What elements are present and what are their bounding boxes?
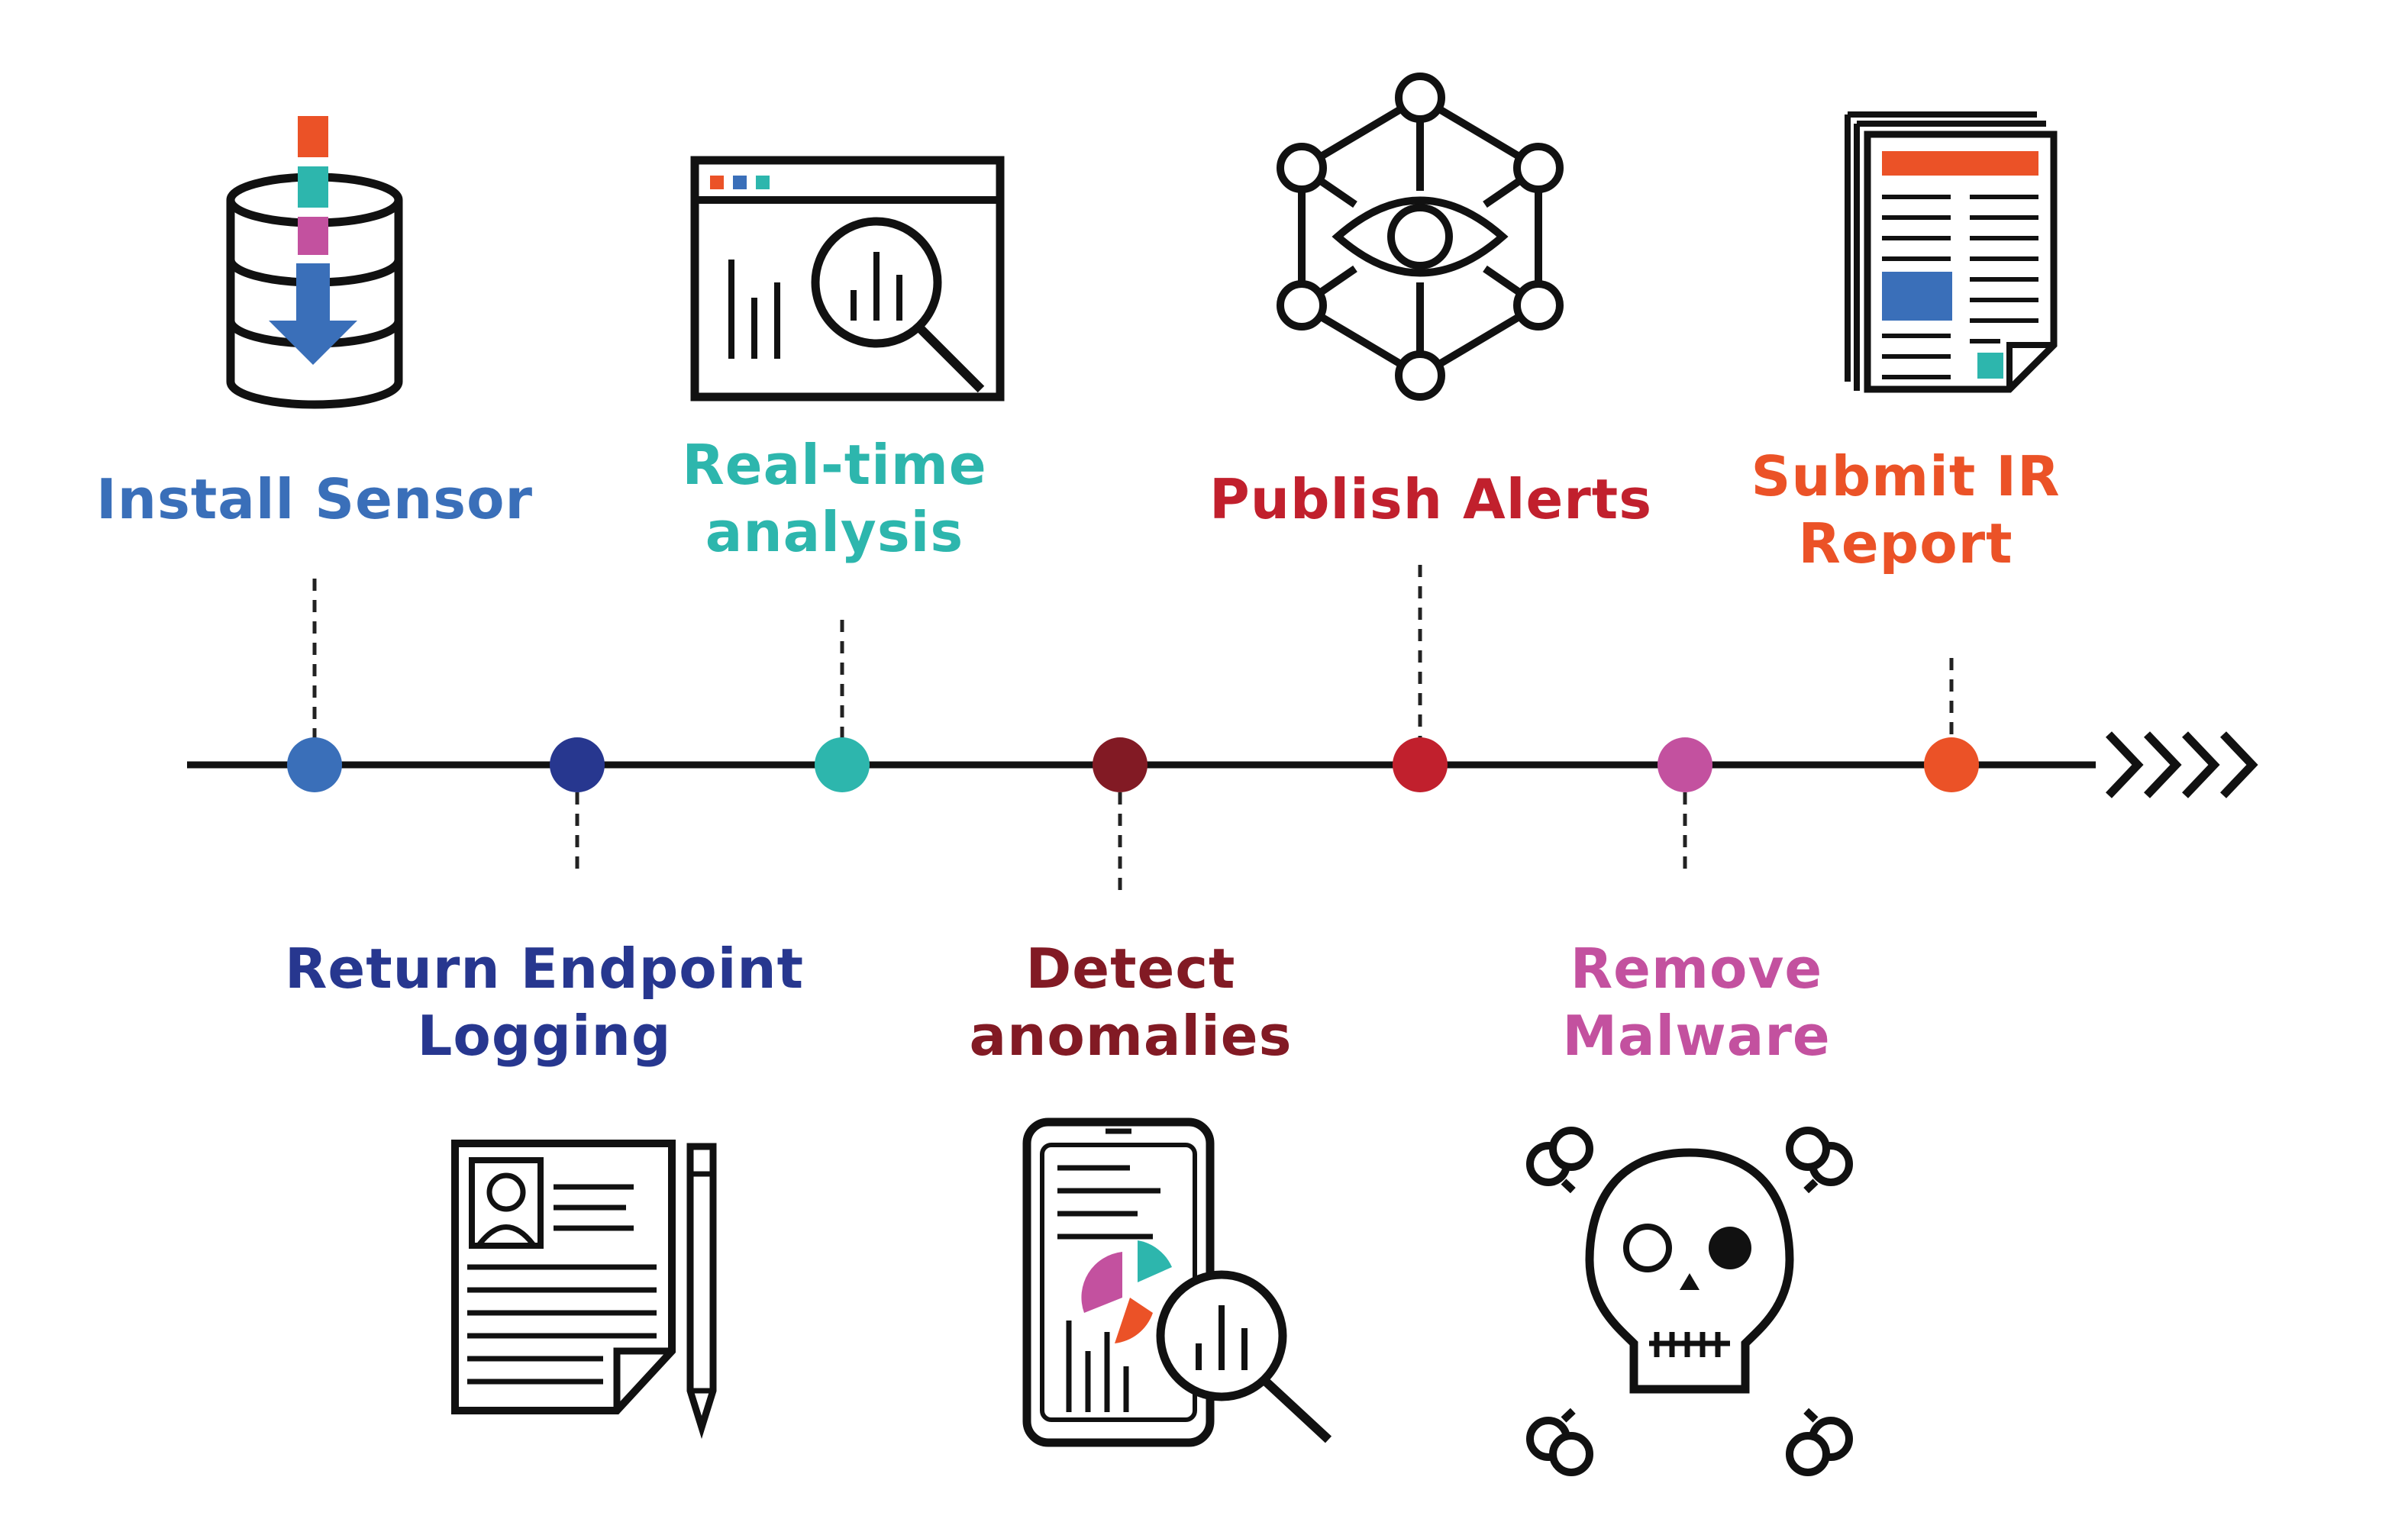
label-line: anomalies	[969, 1004, 1293, 1068]
marker-submit	[1924, 737, 1979, 792]
report-document-icon	[1845, 111, 2058, 393]
label-line: Publish Alerts	[1209, 467, 1653, 531]
document-pencil-icon	[451, 1140, 717, 1440]
marker-remove	[1658, 737, 1712, 792]
marker-realtime	[815, 737, 870, 792]
label-line: Return Endpoint	[284, 937, 805, 1001]
marker-install	[287, 737, 342, 792]
label-line: analysis	[705, 500, 964, 564]
phone-analysis-icon	[1022, 1117, 1332, 1447]
label-detect-anomalies: Detect anomalies	[970, 935, 1293, 1069]
label-line: Logging	[417, 1004, 672, 1068]
label-real-time-analysis: Real-time analysis	[682, 431, 986, 566]
browser-analytics-icon	[690, 156, 1005, 401]
label-line: Detect	[1025, 937, 1236, 1001]
database-download-icon	[226, 116, 403, 409]
label-line: Install Sensor	[95, 467, 534, 531]
label-line: Report	[1798, 511, 2013, 576]
label-line: Real-time	[682, 433, 987, 497]
label-line: Remove	[1570, 937, 1823, 1001]
network-eye-icon	[1277, 73, 1564, 401]
marker-return	[550, 737, 605, 792]
marker-detect	[1093, 737, 1148, 792]
chevrons-right-icon	[2106, 731, 2258, 798]
label-line: Malware	[1562, 1004, 1831, 1068]
label-submit-ir-report: Submit IR Report	[1751, 443, 2060, 577]
skull-crossbones-icon	[1526, 1127, 1853, 1476]
label-return-endpoint-logging: Return Endpoint Logging	[285, 935, 804, 1069]
label-install-sensor: Install Sensor	[96, 466, 533, 533]
label-remove-malware: Remove Malware	[1562, 935, 1830, 1069]
marker-publish	[1393, 737, 1448, 792]
label-publish-alerts: Publish Alerts	[1209, 466, 1652, 533]
label-line: Submit IR	[1751, 444, 2061, 508]
